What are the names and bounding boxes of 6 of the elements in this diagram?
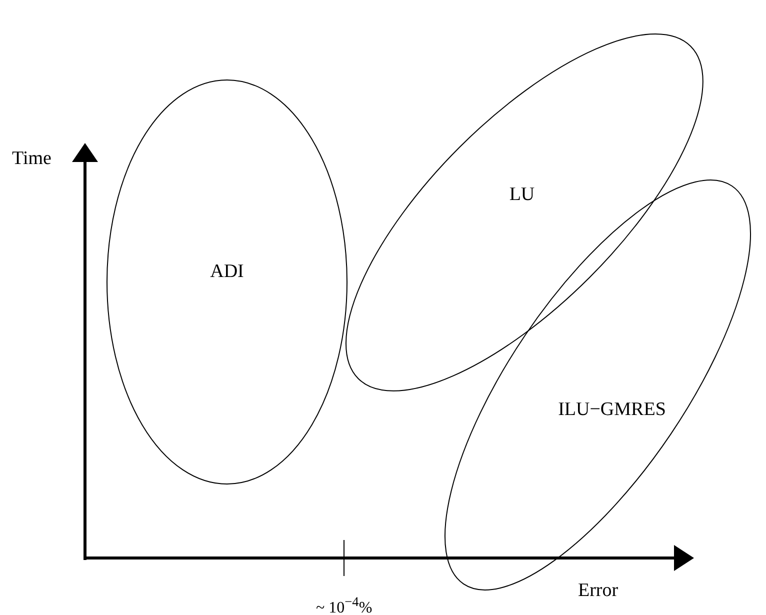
method-label: ILU−GMRES [558,398,666,421]
axis-title: Error [578,580,618,602]
method-label: LU [509,184,535,206]
axis-title: Time [12,148,52,170]
tick-label: ~ 10$^{−4}$% [316,594,372,615]
method-label: ADI [210,261,244,283]
